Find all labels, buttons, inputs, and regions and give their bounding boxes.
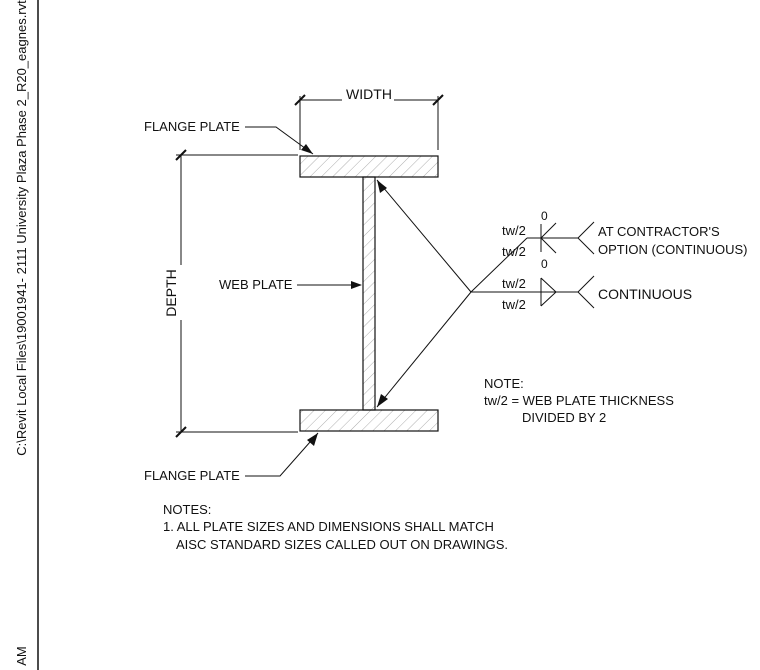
- weld-symbol-continuous: [540, 275, 595, 309]
- notes-title: NOTES:: [163, 502, 211, 517]
- weld1-size-bottom: tw/2: [502, 244, 526, 259]
- note-title: NOTE:: [484, 376, 524, 391]
- bottom-flange-plate: [299, 409, 439, 432]
- width-label: WIDTH: [346, 86, 392, 102]
- flange-top-label: FLANGE PLATE: [144, 119, 240, 134]
- web-plate-label: WEB PLATE: [219, 277, 293, 292]
- flange-top-leader: [245, 126, 314, 155]
- depth-dimension: [175, 149, 298, 438]
- weld1-label-line1: AT CONTRACTOR'S: [598, 224, 720, 239]
- weld2-size-top: tw/2: [502, 276, 526, 291]
- width-label-mask: [342, 90, 394, 106]
- weld2-label: CONTINUOUS: [598, 286, 692, 302]
- weld1-gap: 0: [541, 209, 548, 223]
- margin-fragment-text: AM: [14, 646, 29, 666]
- file-path-text: C:\Revit Local Files\19001941- 2111 Univ…: [14, 0, 29, 456]
- depth-label: DEPTH: [163, 269, 179, 316]
- notes-item1-line2: AISC STANDARD SIZES CALLED OUT ON DRAWIN…: [176, 537, 508, 552]
- web-plate: [362, 176, 376, 411]
- flange-bottom-leader: [245, 432, 319, 477]
- depth-label-mask: [164, 265, 182, 320]
- weld-arrow-lines: [376, 179, 578, 408]
- top-flange-plate: [299, 155, 439, 178]
- weld2-gap: 0: [541, 257, 548, 271]
- weld2-size-bottom: tw/2: [502, 297, 526, 312]
- weld-symbol-option: [540, 221, 595, 255]
- flange-bottom-label: FLANGE PLATE: [144, 468, 240, 483]
- width-dimension: [294, 94, 444, 150]
- weld1-size-top: tw/2: [502, 223, 526, 238]
- note-line1: tw/2 = WEB PLATE THICKNESS: [484, 393, 674, 408]
- weld1-label-line2: OPTION (CONTINUOUS): [598, 242, 748, 257]
- note-line2: DIVIDED BY 2: [522, 410, 606, 425]
- notes-item1-line1: 1. ALL PLATE SIZES AND DIMENSIONS SHALL …: [163, 519, 494, 534]
